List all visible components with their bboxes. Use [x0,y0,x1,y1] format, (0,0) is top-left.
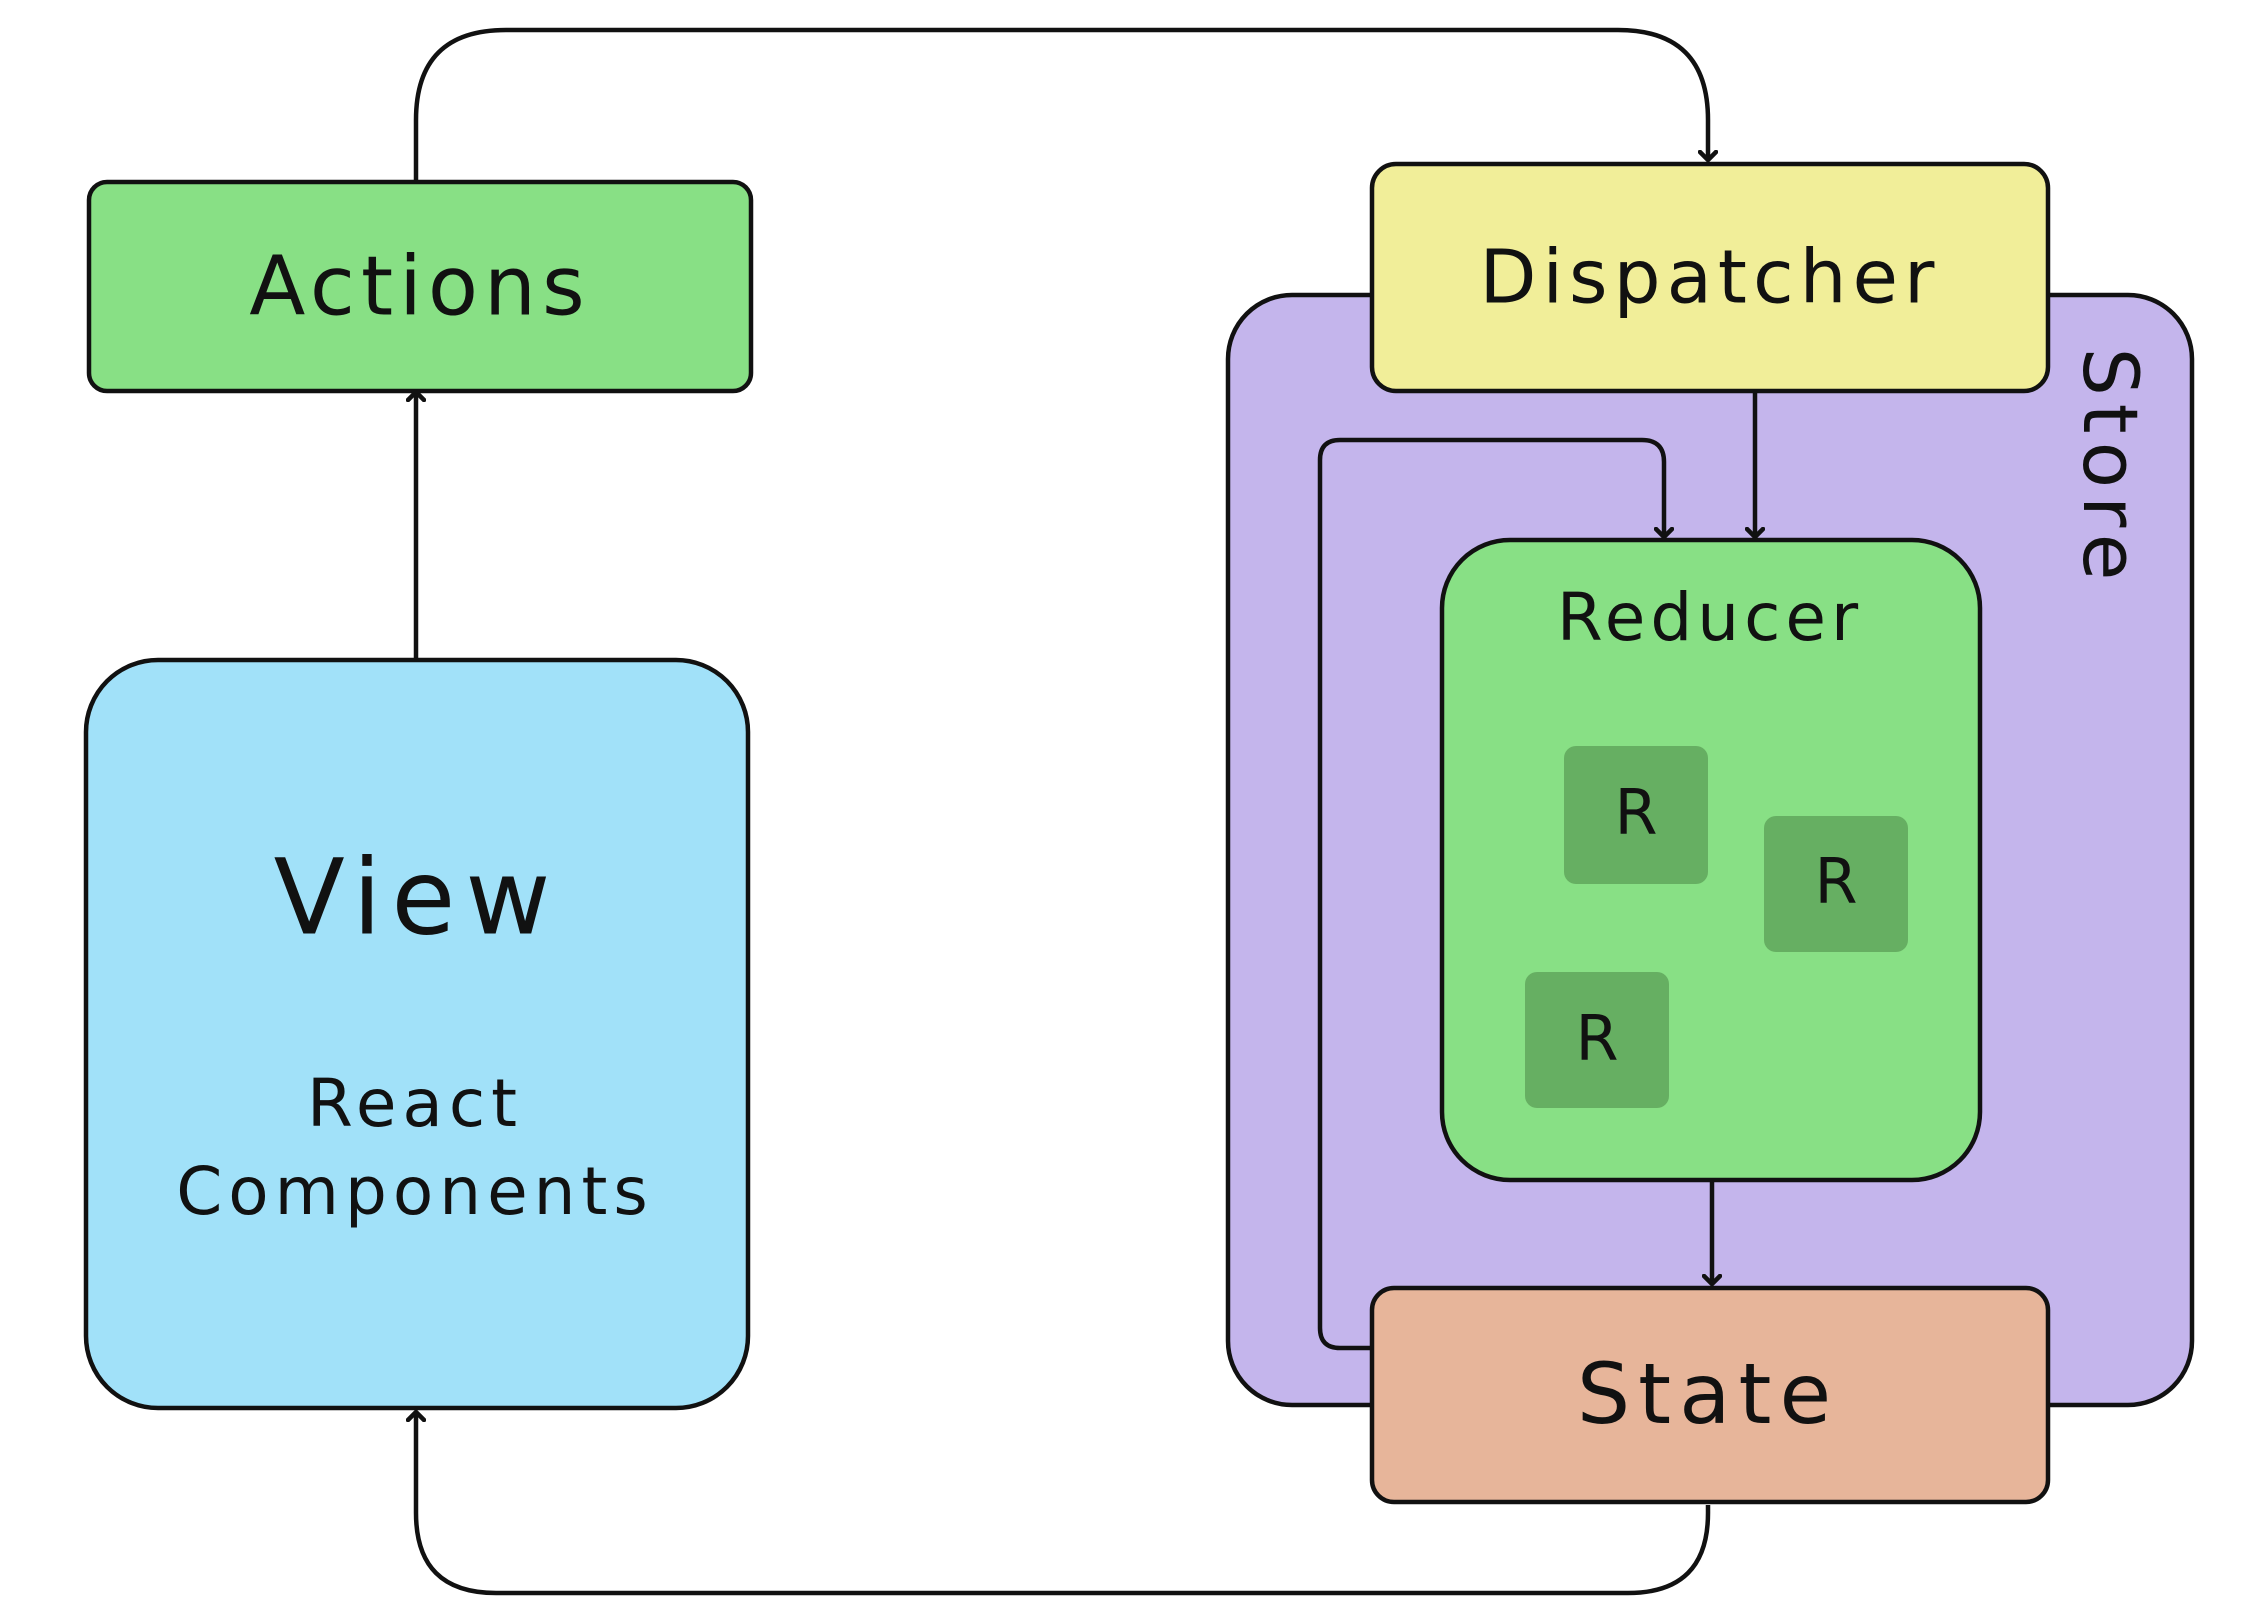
reducer-label: Reducer [1557,579,1863,656]
actions-box [86,179,754,394]
store-label: Store [2066,348,2155,589]
actions-label: Actions [249,239,591,334]
sub-reducer-2-box [1764,816,1908,952]
dispatcher-label: Dispatcher [1480,235,1941,321]
sub-reducer-2-label: R [1814,845,1857,918]
view-node: View React Components [83,657,751,1411]
actions-node: Actions [86,179,754,394]
connector-actions-to-dispatcher [413,27,1708,182]
reducer-node: Reducer R R R [1439,537,1983,1183]
view-subtitle-react: React [307,1065,523,1142]
state-label: State [1577,1345,1839,1443]
dispatcher-box [1369,161,2051,394]
view-subtitle-components: Components [176,1153,654,1230]
state-node: State [1369,1285,2051,1505]
connector-state-to-reducer [1317,437,1664,1351]
state-box [1369,1285,2051,1505]
dispatcher-node: Dispatcher [1369,161,2051,394]
sub-reducer-3-box [1525,972,1669,1108]
sub-reducer-1-label: R [1614,776,1657,849]
sub-reducer-3-label: R [1575,1002,1618,1075]
connector-state-to-view [416,1412,1711,1596]
view-box [83,657,751,1411]
view-title: View [274,836,561,958]
sub-reducer-1-box [1564,746,1708,884]
